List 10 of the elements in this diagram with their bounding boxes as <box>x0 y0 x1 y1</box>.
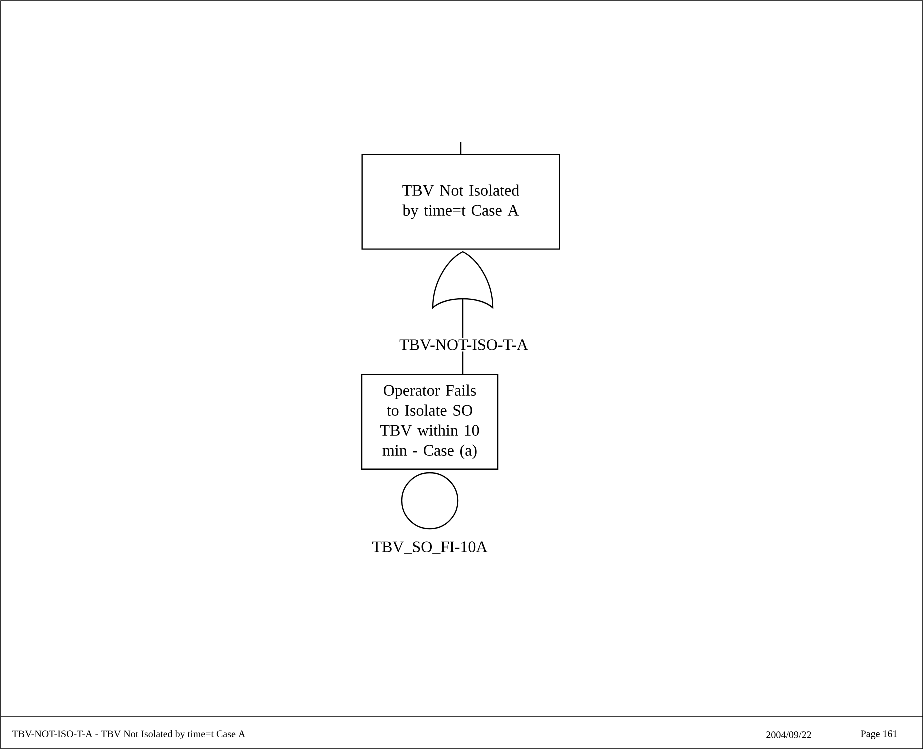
connector-line <box>460 142 462 154</box>
or-gate <box>432 251 494 309</box>
footer-text: Page 161 <box>861 730 898 740</box>
footer-text: 2004/09/22 <box>766 732 812 738</box>
event-id: TBV_SO_FI-10A <box>370 540 490 556</box>
basic-event-circle <box>401 472 459 530</box>
event-box: Operator Fails to Isolate SO TBV within 10 min - Case (a) <box>361 374 499 470</box>
event-id: TBV-NOT-ISO-T-A <box>398 338 530 352</box>
footer-text: TBV-NOT-ISO-T-A - TBV Not Isolated by time=t Case A <box>12 730 246 740</box>
event-box: TBV Not Isolated by time=t Case A <box>362 154 560 250</box>
